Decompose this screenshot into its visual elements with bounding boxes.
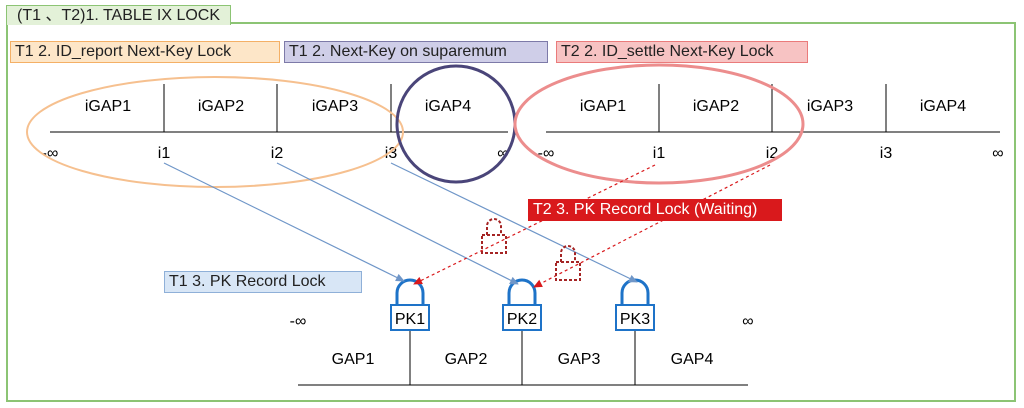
- t2-wait-arrow-i1-pk1: [413, 164, 656, 285]
- t2-settle-lock-label: T2 2. ID_settle Next-Key Lock: [556, 41, 808, 63]
- index-report-point: ∞: [497, 145, 508, 162]
- pk1-record: PK1: [390, 278, 430, 331]
- t1-pk-lock-label: T1 3. PK Record Lock: [164, 271, 362, 293]
- waiting-lock-icon: [481, 218, 507, 254]
- pk3-label: PK3: [620, 311, 650, 328]
- index-settle-gap: iGAP1: [580, 98, 626, 115]
- lock-shackle-icon: [395, 278, 425, 305]
- pk2-record: PK2: [502, 278, 542, 331]
- index-report-point: -∞: [42, 145, 59, 162]
- pk1-label: PK1: [395, 311, 425, 328]
- primary-index-gap: GAP4: [671, 351, 714, 368]
- pk2-lock-body: [502, 304, 542, 331]
- t1-supremum-lock-label: T1 2. Next-Key on suparemum: [284, 41, 548, 63]
- t1-supremum-lock-range: [395, 64, 517, 184]
- index-settle-point: i1: [653, 145, 666, 162]
- t1-arrow-i1-pk1: [163, 162, 405, 282]
- outer-frame: [6, 22, 1016, 402]
- index-report-gap: iGAP3: [312, 98, 358, 115]
- primary-index-gap: GAP3: [558, 351, 601, 368]
- pk3-lock-body: [615, 304, 655, 331]
- index-report-point: i1: [158, 145, 171, 162]
- t2-pk-waiting-label: T2 3. PK Record Lock (Waiting): [528, 199, 782, 221]
- pk2-label: PK2: [507, 311, 537, 328]
- index-settle: iGAP1 iGAP2 iGAP3 iGAP4 -∞ i1 i2 i3 ∞: [538, 84, 1004, 162]
- t1-report-lock-label: T1 2. ID_report Next-Key Lock: [10, 41, 280, 63]
- pk3-record: PK3: [615, 278, 655, 331]
- index-settle-gap: iGAP4: [920, 98, 966, 115]
- index-report-gap: iGAP2: [198, 98, 244, 115]
- primary-index-gap: GAP1: [332, 351, 375, 368]
- primary-index: -∞ ∞ GAP1 GAP2 GAP3 GAP4: [290, 313, 754, 386]
- index-report-gap: iGAP4: [425, 98, 471, 115]
- diagram-title: (T1 、T2)1. TABLE IX LOCK: [6, 5, 232, 25]
- primary-index-gap: GAP2: [445, 351, 488, 368]
- t2-settle-lock-range: [513, 63, 805, 185]
- index-settle-point: i3: [880, 145, 893, 162]
- t1-arrow-i3-pk3: [390, 162, 638, 283]
- index-settle-gap: iGAP3: [807, 98, 853, 115]
- index-settle-gap: iGAP2: [693, 98, 739, 115]
- index-report-point: i2: [271, 145, 284, 162]
- index-report-gap: iGAP1: [85, 98, 131, 115]
- lock-shackle-icon: [507, 278, 537, 305]
- waiting-lock-icon: [555, 245, 581, 281]
- pk1-lock-body: [390, 304, 430, 331]
- lock-shackle-icon: [620, 278, 650, 305]
- index-settle-point: ∞: [992, 145, 1003, 162]
- index-report: iGAP1 iGAP2 iGAP3 iGAP4 -∞ i1 i2 i3 ∞: [42, 84, 509, 162]
- primary-index-neg-inf: -∞: [290, 313, 307, 330]
- t2-wait-arrow-i2-pk2: [533, 164, 771, 288]
- t1-arrow-i2-pk2: [276, 162, 519, 285]
- primary-index-pos-inf: ∞: [742, 313, 753, 330]
- t1-report-lock-range: [26, 76, 404, 188]
